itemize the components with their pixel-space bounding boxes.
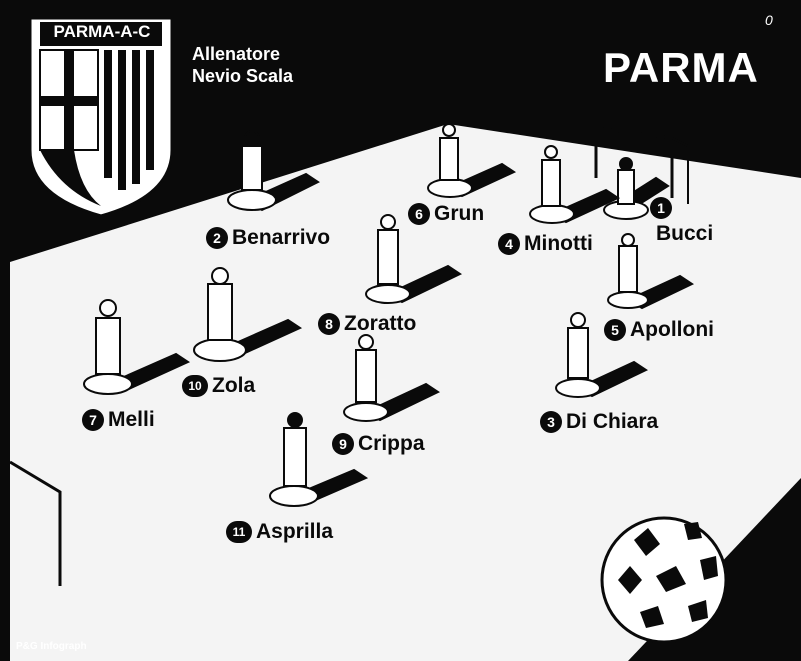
player-name: Asprilla <box>256 520 334 543</box>
figure-melli <box>83 299 191 395</box>
player-label-minotti: 4 Minotti <box>498 232 593 256</box>
ball <box>600 516 728 644</box>
coach-role: Allenatore <box>192 44 281 64</box>
coach-name: Nevio Scala <box>192 66 294 86</box>
club-crest <box>28 16 174 218</box>
player-name: Zola <box>212 374 256 397</box>
player-name: Bucci <box>656 222 714 245</box>
coach-block: Allenatore Nevio Scala <box>192 43 293 87</box>
corner-mark: 0 <box>765 12 773 28</box>
figure-minotti <box>529 145 621 224</box>
player-name: Crippa <box>358 432 425 455</box>
player-name: Zoratto <box>344 312 417 335</box>
figure-dichiara <box>555 312 649 398</box>
player-name: Di Chiara <box>566 410 659 433</box>
player-label-dichiara: 3 Di Chiara <box>540 410 658 434</box>
player-label-asprilla: 11 Asprilla <box>226 520 333 544</box>
player-number: 11 <box>226 521 252 543</box>
crest-text: PARMA-A-C <box>53 22 151 41</box>
player-number: 3 <box>540 411 562 433</box>
player-label-melli: 7 Melli <box>82 408 155 432</box>
figure-zoratto <box>365 214 463 304</box>
figure-grun <box>427 123 517 198</box>
player-label-apolloni: 5 Apolloni <box>604 318 714 342</box>
player-number: 1 <box>650 197 672 219</box>
goal-right <box>594 126 689 204</box>
player-label-bucci: 1 Bucci <box>650 197 714 246</box>
figure-zola <box>193 267 303 362</box>
goal-left <box>9 460 62 586</box>
player-number: 7 <box>82 409 104 431</box>
figure-crippa <box>343 334 441 422</box>
player-number: 8 <box>318 313 340 335</box>
player-label-grun: 6 Grun <box>408 202 484 226</box>
player-name: Melli <box>108 408 155 431</box>
player-label-benarrivo: 2 Benarrivo <box>206 226 330 250</box>
player-number: 2 <box>206 227 228 249</box>
player-number: 4 <box>498 233 520 255</box>
player-name: Benarrivo <box>232 226 331 249</box>
figure-asprilla <box>269 412 369 507</box>
player-name: Minotti <box>524 232 593 255</box>
player-number: 5 <box>604 319 626 341</box>
player-name: Grun <box>434 202 485 225</box>
player-figures <box>83 123 695 507</box>
player-number: 9 <box>332 433 354 455</box>
player-number: 10 <box>182 375 208 397</box>
team-name: PARMA <box>603 44 759 91</box>
credit: P&G Infograph <box>16 641 87 652</box>
player-number: 6 <box>408 203 430 225</box>
player-label-zola: 10 Zola <box>182 374 255 398</box>
figure-benarrivo <box>227 130 320 212</box>
player-label-crippa: 9 Crippa <box>332 432 425 456</box>
figure-bucci <box>603 157 670 220</box>
player-name: Apolloni <box>630 318 714 341</box>
figure-apolloni <box>607 233 695 310</box>
player-label-zoratto: 8 Zoratto <box>318 312 416 336</box>
